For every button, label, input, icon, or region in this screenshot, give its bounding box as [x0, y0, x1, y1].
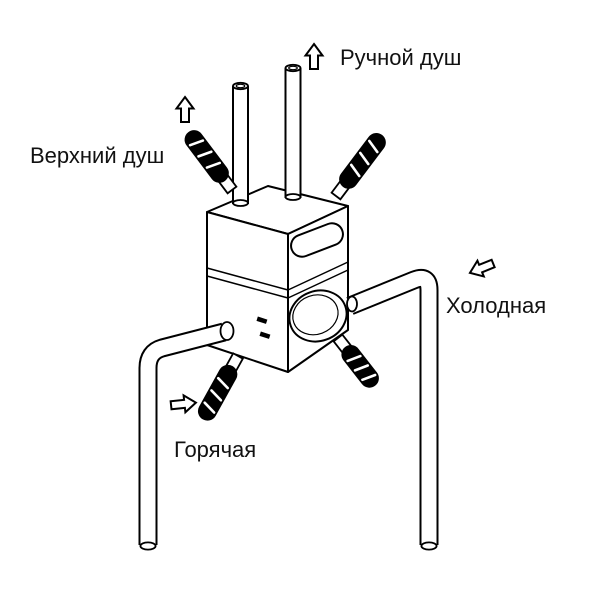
label-hot: Горячая	[174, 437, 256, 462]
cold-pipe-connector	[346, 295, 358, 313]
label-hand-shower: Ручной душ	[340, 45, 461, 70]
handle-lower-right	[332, 333, 379, 388]
hand-shower-flow-arrow	[303, 42, 325, 70]
cold-inlet-flow-arrow	[468, 258, 496, 278]
label-cold: Холодная	[446, 293, 546, 318]
mixer-outlet-port	[290, 222, 344, 258]
cartridge-port	[288, 289, 348, 343]
label-overhead-shower: Верхний душ	[30, 143, 164, 168]
handle-upper-right	[330, 132, 386, 201]
valve-body-left-face	[206, 211, 289, 373]
handle-upper-left	[184, 130, 238, 195]
hot-pipe-connector	[219, 321, 235, 341]
hot-inlet-pipe	[138, 321, 235, 551]
hand-shower-pipe	[284, 63, 302, 201]
cold-pipe-open-end	[420, 541, 438, 551]
hot-pipe-open-end	[139, 541, 157, 551]
handle-lower-left	[197, 352, 245, 421]
hot-inlet-flow-arrow	[169, 393, 198, 415]
cold-inlet-pipe	[346, 268, 439, 551]
valve-body	[206, 185, 349, 373]
mounting-clips	[256, 316, 271, 339]
overhead-shower-flow-arrow	[174, 95, 196, 123]
